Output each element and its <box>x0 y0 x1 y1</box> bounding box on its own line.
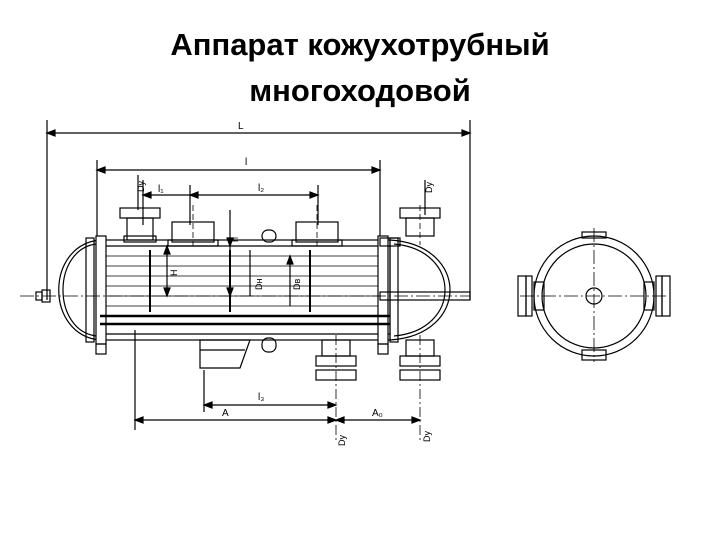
side-view <box>517 228 671 362</box>
bottom-dimensions: A l₃ A₀ Dy Dy <box>133 330 432 446</box>
dimension-L: L <box>45 120 472 300</box>
label-dy-bottom-2: Dy <box>422 431 432 442</box>
dimension-l1: l₁ <box>141 180 190 225</box>
label-l: l <box>245 157 247 168</box>
label-l1: l₁ <box>158 184 164 195</box>
label-A: A <box>222 408 229 419</box>
label-dy-bottom-1: Dy <box>337 435 347 446</box>
shell-body <box>20 235 471 345</box>
label-dy-left: Dy <box>136 181 146 192</box>
dimension-l2: l₂ <box>188 183 320 225</box>
label-l2: l₂ <box>258 183 264 194</box>
label-dn: Dн <box>254 279 264 290</box>
label-dy-right: Dy <box>424 182 434 193</box>
label-h: h <box>230 237 240 242</box>
label-A0: A₀ <box>372 408 383 419</box>
height-dimensions: H h Dн Dв <box>163 210 302 306</box>
label-H: H <box>169 270 179 277</box>
title-line-1: Аппарат кожухотрубный <box>170 27 550 62</box>
label-L: L <box>238 121 244 132</box>
dimension-l: l <box>95 157 382 240</box>
slide-title: Аппарат кожухотрубный многоходовой <box>0 22 720 114</box>
bottom-parts <box>95 335 441 440</box>
label-l3: l₃ <box>258 392 264 403</box>
title-line-2: многоходовой <box>249 73 471 108</box>
label-dv: Dв <box>292 279 302 290</box>
top-nozzles <box>119 205 441 247</box>
